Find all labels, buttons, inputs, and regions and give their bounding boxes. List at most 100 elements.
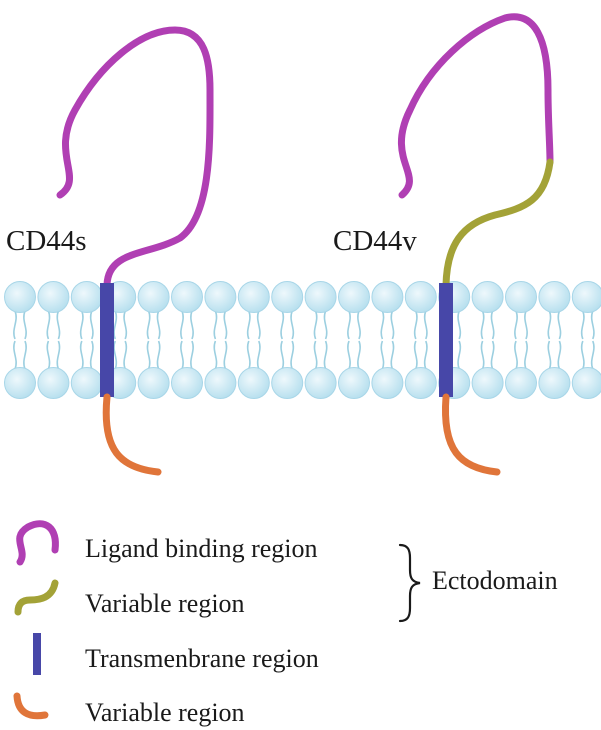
lipid-tail <box>547 340 552 370</box>
lipid-tail <box>547 310 552 340</box>
lipid-tail <box>480 310 485 340</box>
purple-curve-icon <box>16 520 59 566</box>
cd44s-ligand-binding-region <box>56 26 214 289</box>
lipid-tail <box>79 310 84 340</box>
lipid-tail <box>146 340 151 370</box>
lipid-heads-inner-leaflet <box>4 367 601 399</box>
lipid-tail <box>457 310 462 340</box>
legend-label-transmembrane: Transmenbrane region <box>85 644 319 673</box>
lipid-head <box>338 281 370 313</box>
lipid-tail <box>590 340 595 370</box>
lipid-tail <box>280 310 285 340</box>
lipid-tail <box>213 310 218 340</box>
lipid-tail <box>213 340 218 370</box>
lipid-head <box>4 367 36 399</box>
lipid-tail <box>46 340 51 370</box>
lipid-tail <box>423 310 428 340</box>
lipid-tail <box>480 340 485 370</box>
lipid-head <box>371 367 404 399</box>
lipid-tail <box>490 340 495 370</box>
lipid-head <box>538 367 571 399</box>
lipid-head <box>237 281 270 313</box>
lipid-tail <box>423 340 428 370</box>
lipid-tail <box>514 310 518 340</box>
lipid-head <box>505 281 537 313</box>
lipid-head <box>471 367 504 399</box>
legend-label-variable-ecto: Variable region <box>85 589 245 618</box>
lipid-tail <box>156 310 161 340</box>
lipid-tail <box>557 340 562 370</box>
lipid-head <box>304 281 337 313</box>
cd44v-cytoplasmic-variable-region <box>441 393 501 476</box>
lipid-tail <box>23 340 27 370</box>
lipid-tail <box>524 310 528 340</box>
lipid-tail <box>146 310 151 340</box>
lipid-tail <box>156 340 161 370</box>
cd44v-ligand-binding-region <box>397 13 554 199</box>
cd44v-label: CD44v <box>333 225 417 257</box>
lipid-tail <box>313 340 318 370</box>
lipid-tail <box>490 310 495 340</box>
lipid-head <box>171 367 203 399</box>
lipid-tail <box>223 310 228 340</box>
lipid-head <box>304 367 337 399</box>
ectodomain-label: Ectodomain <box>432 566 558 595</box>
lipid-head <box>404 281 437 313</box>
lipid-tail <box>190 310 194 340</box>
lipid-head <box>204 367 237 399</box>
lipid-head <box>338 367 370 399</box>
lipid-tail <box>580 340 585 370</box>
lipid-head <box>404 367 437 399</box>
lipid-head <box>571 367 601 399</box>
lipid-tail <box>56 310 61 340</box>
lipid-tail <box>347 310 351 340</box>
lipid-tail <box>557 310 562 340</box>
lipid-head <box>137 281 170 313</box>
lipid-tail <box>246 340 251 370</box>
lipid-tail <box>180 340 184 370</box>
lipid-tail <box>323 340 328 370</box>
cd44s-protein: CD44s <box>6 26 214 476</box>
lipid-head <box>571 281 601 313</box>
lipid-heads-outer-leaflet <box>4 281 601 313</box>
lipid-tail <box>524 340 528 370</box>
lipid-head <box>37 281 70 313</box>
legend: Ligand binding region Variable region Tr… <box>13 520 558 727</box>
lipid-tail <box>113 340 118 370</box>
lipid-head <box>204 281 237 313</box>
legend-label-variable-cyto: Variable region <box>85 698 245 727</box>
lipid-tail <box>357 310 361 340</box>
lipid-head <box>70 281 103 313</box>
lipid-head <box>137 367 170 399</box>
lipid-head <box>70 367 103 399</box>
cd44s-cytoplasmic-variable-region <box>102 393 162 476</box>
lipid-tail <box>246 310 251 340</box>
lipid-head <box>4 281 36 313</box>
cd44v-variable-region <box>442 158 554 289</box>
lipid-tail <box>457 340 462 370</box>
lipid-tail <box>190 340 194 370</box>
lipid-head <box>538 281 571 313</box>
lipid-head <box>371 281 404 313</box>
lipid-tail <box>580 310 585 340</box>
lipid-tail <box>113 310 118 340</box>
lipid-tail <box>56 340 61 370</box>
lipid-tail <box>290 310 295 340</box>
lipid-tail <box>380 340 385 370</box>
lipid-tail <box>413 340 418 370</box>
legend-label-ligand: Ligand binding region <box>85 534 318 563</box>
lipid-tail <box>323 310 328 340</box>
cd44v-protein: CD44v <box>333 13 554 476</box>
lipid-tail <box>347 340 351 370</box>
lipid-tail <box>590 310 595 340</box>
lipid-tail <box>123 340 128 370</box>
lipid-tail <box>13 310 17 340</box>
lipid-tail <box>380 310 385 340</box>
lipid-bilayer <box>4 281 601 399</box>
lipid-head <box>271 367 304 399</box>
lipid-tail <box>390 310 395 340</box>
lipid-head <box>505 367 537 399</box>
lipid-tail <box>180 310 184 340</box>
olive-curve-icon <box>14 579 59 616</box>
